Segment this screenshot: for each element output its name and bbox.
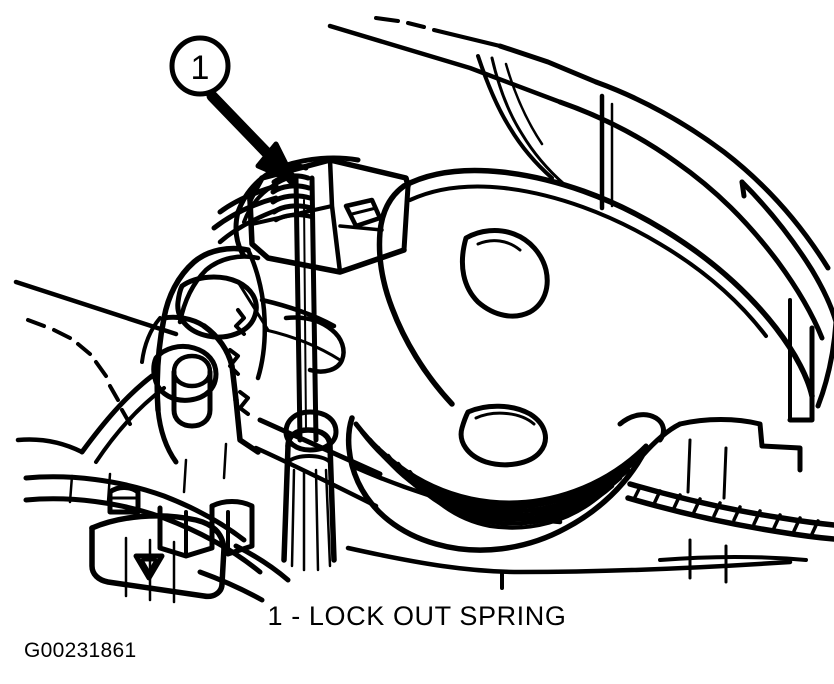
hood-crease-lines bbox=[476, 54, 566, 186]
frame-edge-left bbox=[15, 437, 85, 455]
callout-1-number: 1 bbox=[191, 49, 210, 87]
torsion-spring-coils bbox=[353, 421, 649, 530]
callout-1-circle bbox=[169, 35, 231, 97]
inner-support-plate bbox=[259, 297, 346, 374]
rail-lug bbox=[107, 485, 141, 515]
inner-fender-dome bbox=[376, 167, 815, 407]
right-lower-step bbox=[677, 417, 803, 473]
figure-id: G00231861 bbox=[24, 639, 137, 662]
lower-gusset-plate bbox=[89, 513, 227, 604]
hood-upper-seam bbox=[327, 23, 563, 105]
upper-left-panel-edge bbox=[140, 316, 162, 364]
mid-shelf bbox=[253, 417, 563, 525]
bushing-pin bbox=[151, 343, 219, 429]
bracket-fold-line bbox=[245, 247, 267, 381]
latch-pawl-detail bbox=[338, 197, 384, 232]
release-cable bbox=[625, 481, 834, 542]
screwdriver-ferrule bbox=[283, 409, 339, 453]
center-lower-brackets bbox=[157, 499, 255, 559]
bracket-crease bbox=[236, 280, 270, 332]
triangular-cutout bbox=[133, 553, 165, 581]
fender-panel-seams bbox=[599, 93, 614, 211]
figure-caption: 1 - LOCK OUT SPRING bbox=[267, 601, 567, 631]
frame-curve-left bbox=[79, 373, 155, 455]
dome-recess bbox=[459, 228, 550, 319]
bracket-oval-hole bbox=[175, 274, 259, 340]
callout-1-arrow bbox=[206, 90, 299, 186]
lower-right-gusset bbox=[197, 543, 291, 603]
bracket-zigzag-edge bbox=[228, 308, 250, 416]
spring-anchor-bump bbox=[617, 412, 666, 443]
frame-curve-left-inner bbox=[94, 386, 166, 464]
right-shelf-supports bbox=[658, 438, 808, 584]
left-reference-line bbox=[13, 279, 179, 337]
lower-panel-edge bbox=[345, 545, 793, 575]
spring-mount-hole bbox=[458, 403, 548, 468]
fender-arch-outer bbox=[557, 79, 831, 341]
upper-hidden-edge-lines bbox=[374, 16, 599, 85]
fender-lip-flange bbox=[739, 179, 834, 423]
